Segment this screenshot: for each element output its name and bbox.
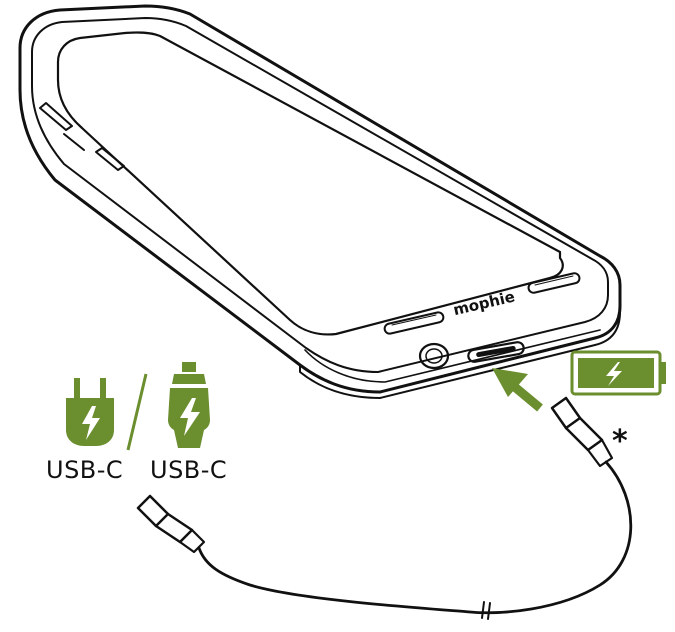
phone-case — [18, 4, 622, 399]
headphone-jack — [418, 342, 450, 370]
cable-connector-top — [550, 396, 614, 468]
separator-slash — [126, 373, 148, 451]
speaker-grille-left — [383, 311, 445, 335]
wall-charger-label: USB-C — [46, 456, 124, 484]
brand-logo: mophie — [451, 287, 516, 319]
footnote-asterisk: * — [612, 424, 628, 459]
wall-charger-icon — [66, 378, 114, 446]
battery-charging-icon — [570, 350, 666, 396]
arrow-icon — [492, 368, 543, 412]
usb-c-port — [467, 341, 525, 363]
cable-connector-bottom — [136, 494, 206, 554]
speaker-grille-right — [527, 272, 581, 294]
usb-c-cable — [136, 396, 633, 620]
car-charger-label: USB-C — [150, 456, 228, 484]
car-charger-icon — [168, 362, 210, 448]
